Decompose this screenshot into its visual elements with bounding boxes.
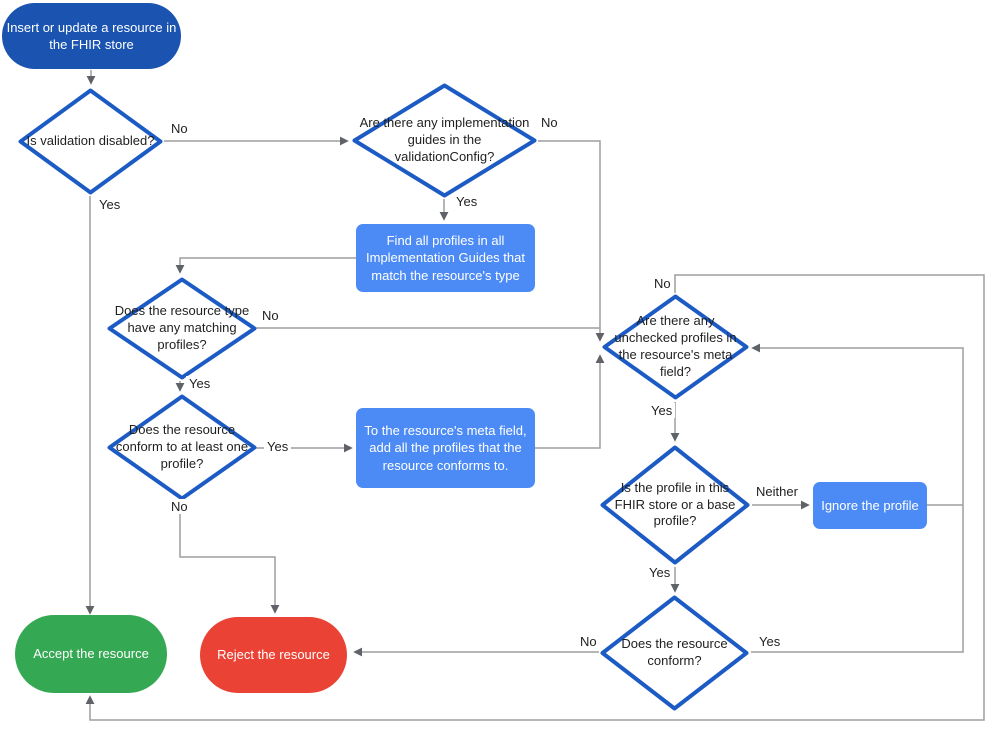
edge-label-matching-yes: Yes (186, 376, 214, 391)
node-ignore-profile-label: Ignore the profile (821, 497, 919, 513)
node-add-profiles-meta-label: To the resource's meta field, add all th… (364, 423, 527, 473)
node-implementation-guides: Are there any implementation guides in t… (352, 83, 537, 198)
diamond-shape (602, 294, 749, 400)
edge-label-unchecked-yes: Yes (648, 403, 676, 418)
edge-guides-no-to-unchecked (538, 140, 605, 342)
diamond-shape (107, 277, 257, 380)
diamond-shape (18, 88, 163, 195)
diamond-shape (107, 394, 257, 501)
diamond-shape (352, 83, 537, 198)
node-implementation-guides-label: Are there any implementation guides in t… (359, 115, 530, 164)
edge-add-profiles-to-unchecked (535, 354, 605, 449)
diamond-shape (600, 445, 750, 565)
node-unchecked-profiles-label: Are there any unchecked profiles in the … (614, 313, 737, 379)
node-is-validation-disabled: Is validation disabled? (18, 88, 163, 195)
edge-unchecked-no-to-accept (85, 274, 985, 721)
node-add-profiles-meta: To the resource's meta field, add all th… (356, 408, 535, 488)
node-unchecked-profiles: Are there any unchecked profiles in the … (602, 294, 749, 400)
node-reject-label: Reject the resource (217, 647, 330, 663)
node-find-profiles-label: Find all profiles in all Implementation … (366, 233, 525, 283)
node-matching-profiles: Does the resource type have any matching… (107, 277, 257, 380)
edge-label-conform-one-no: No (168, 499, 191, 514)
edge-label-matching-no: No (259, 308, 282, 323)
edge-label-profile-yes: Yes (646, 565, 674, 580)
node-conform-one-profile-label: Does the resource conform to at least on… (115, 422, 249, 471)
edge-label-resource-conform-yes: Yes (756, 634, 784, 649)
node-resource-conform: Does the resource conform? (600, 595, 749, 711)
node-is-validation-disabled-label: Is validation disabled? (26, 133, 155, 149)
diamond-shape (600, 595, 749, 711)
edge-conform-one-no-to-reject (179, 503, 280, 614)
edge-label-guides-yes: Yes (453, 194, 481, 209)
edge-label-validation-no: No (168, 121, 191, 136)
edge-label-conform-one-yes: Yes (264, 439, 292, 454)
edge-label-profile-neither: Neither (753, 484, 801, 499)
edge-label-guides-no: No (538, 115, 561, 130)
edge-conform-yes-loop (751, 343, 964, 653)
node-start: Insert or update a resource in the FHIR … (2, 3, 181, 69)
edge-label-validation-yes: Yes (96, 197, 124, 212)
edge-find-profiles-to-matching (175, 257, 356, 274)
node-resource-conform-label: Does the resource conform? (621, 636, 728, 668)
node-accept-label: Accept the resource (33, 646, 149, 662)
node-reject: Reject the resource (200, 617, 347, 693)
edge-label-resource-conform-no: No (577, 634, 600, 649)
node-conform-one-profile: Does the resource conform to at least on… (107, 394, 257, 501)
node-ignore-profile: Ignore the profile (813, 482, 927, 529)
node-profile-in-store: Is the profile in this FHIR store or a b… (600, 445, 750, 565)
node-accept: Accept the resource (15, 615, 167, 693)
node-matching-profiles-label: Does the resource type have any matching… (114, 303, 250, 352)
edge-label-unchecked-no: No (651, 276, 674, 291)
node-profile-in-store-label: Is the profile in this FHIR store or a b… (614, 479, 736, 529)
node-find-profiles: Find all profiles in all Implementation … (356, 224, 535, 292)
node-start-label: Insert or update a resource in the FHIR … (6, 19, 177, 52)
